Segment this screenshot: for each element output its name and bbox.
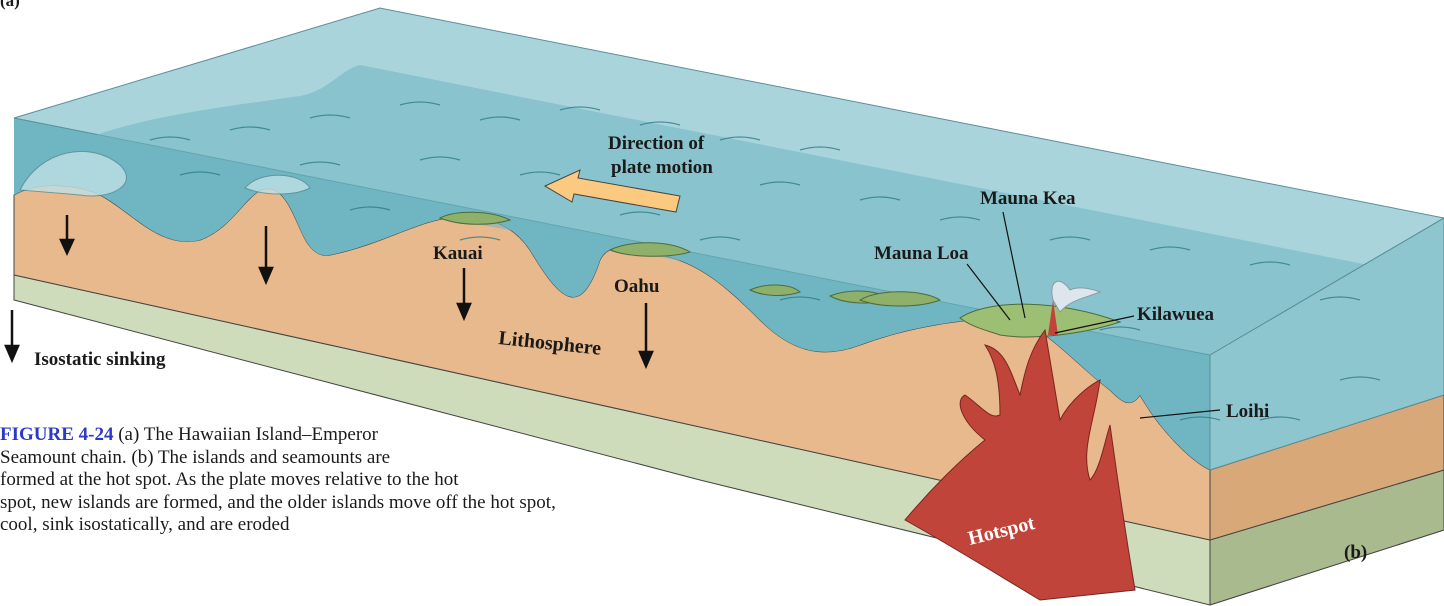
loihi-label: Loihi — [1226, 401, 1269, 422]
panel-label-a: (a) — [0, 0, 20, 10]
mauna-kea-label: Mauna Kea — [980, 188, 1076, 209]
direction-label-line2: plate motion — [611, 157, 713, 178]
legend-label: Isostatic sinking — [34, 349, 166, 370]
caption-line-3: formed at the hot spot. As the plate mov… — [0, 469, 459, 490]
legend-arrow — [6, 310, 18, 360]
mauna-loa-label: Mauna Loa — [874, 243, 969, 264]
kauai-label: Kauai — [433, 243, 483, 264]
caption-line-5: cool, sink isostatically, and are eroded — [0, 514, 289, 535]
caption-line-1: (a) The Hawaiian Island–Emperor — [113, 424, 378, 445]
figure-caption: FIGURE 4-24 (a) The Hawaiian Island–Empe… — [0, 424, 720, 537]
kilauea-label: Kilawuea — [1137, 304, 1215, 325]
direction-label-line1: Direction of — [608, 133, 705, 154]
panel-label-b: (b) — [1344, 542, 1367, 563]
caption-line-4: spot, new islands are formed, and the ol… — [0, 492, 556, 513]
caption-line-2: Seamount chain. (b) The islands and seam… — [0, 447, 390, 468]
oahu-label: Oahu — [614, 276, 660, 297]
figure-number: FIGURE 4-24 — [0, 424, 113, 445]
